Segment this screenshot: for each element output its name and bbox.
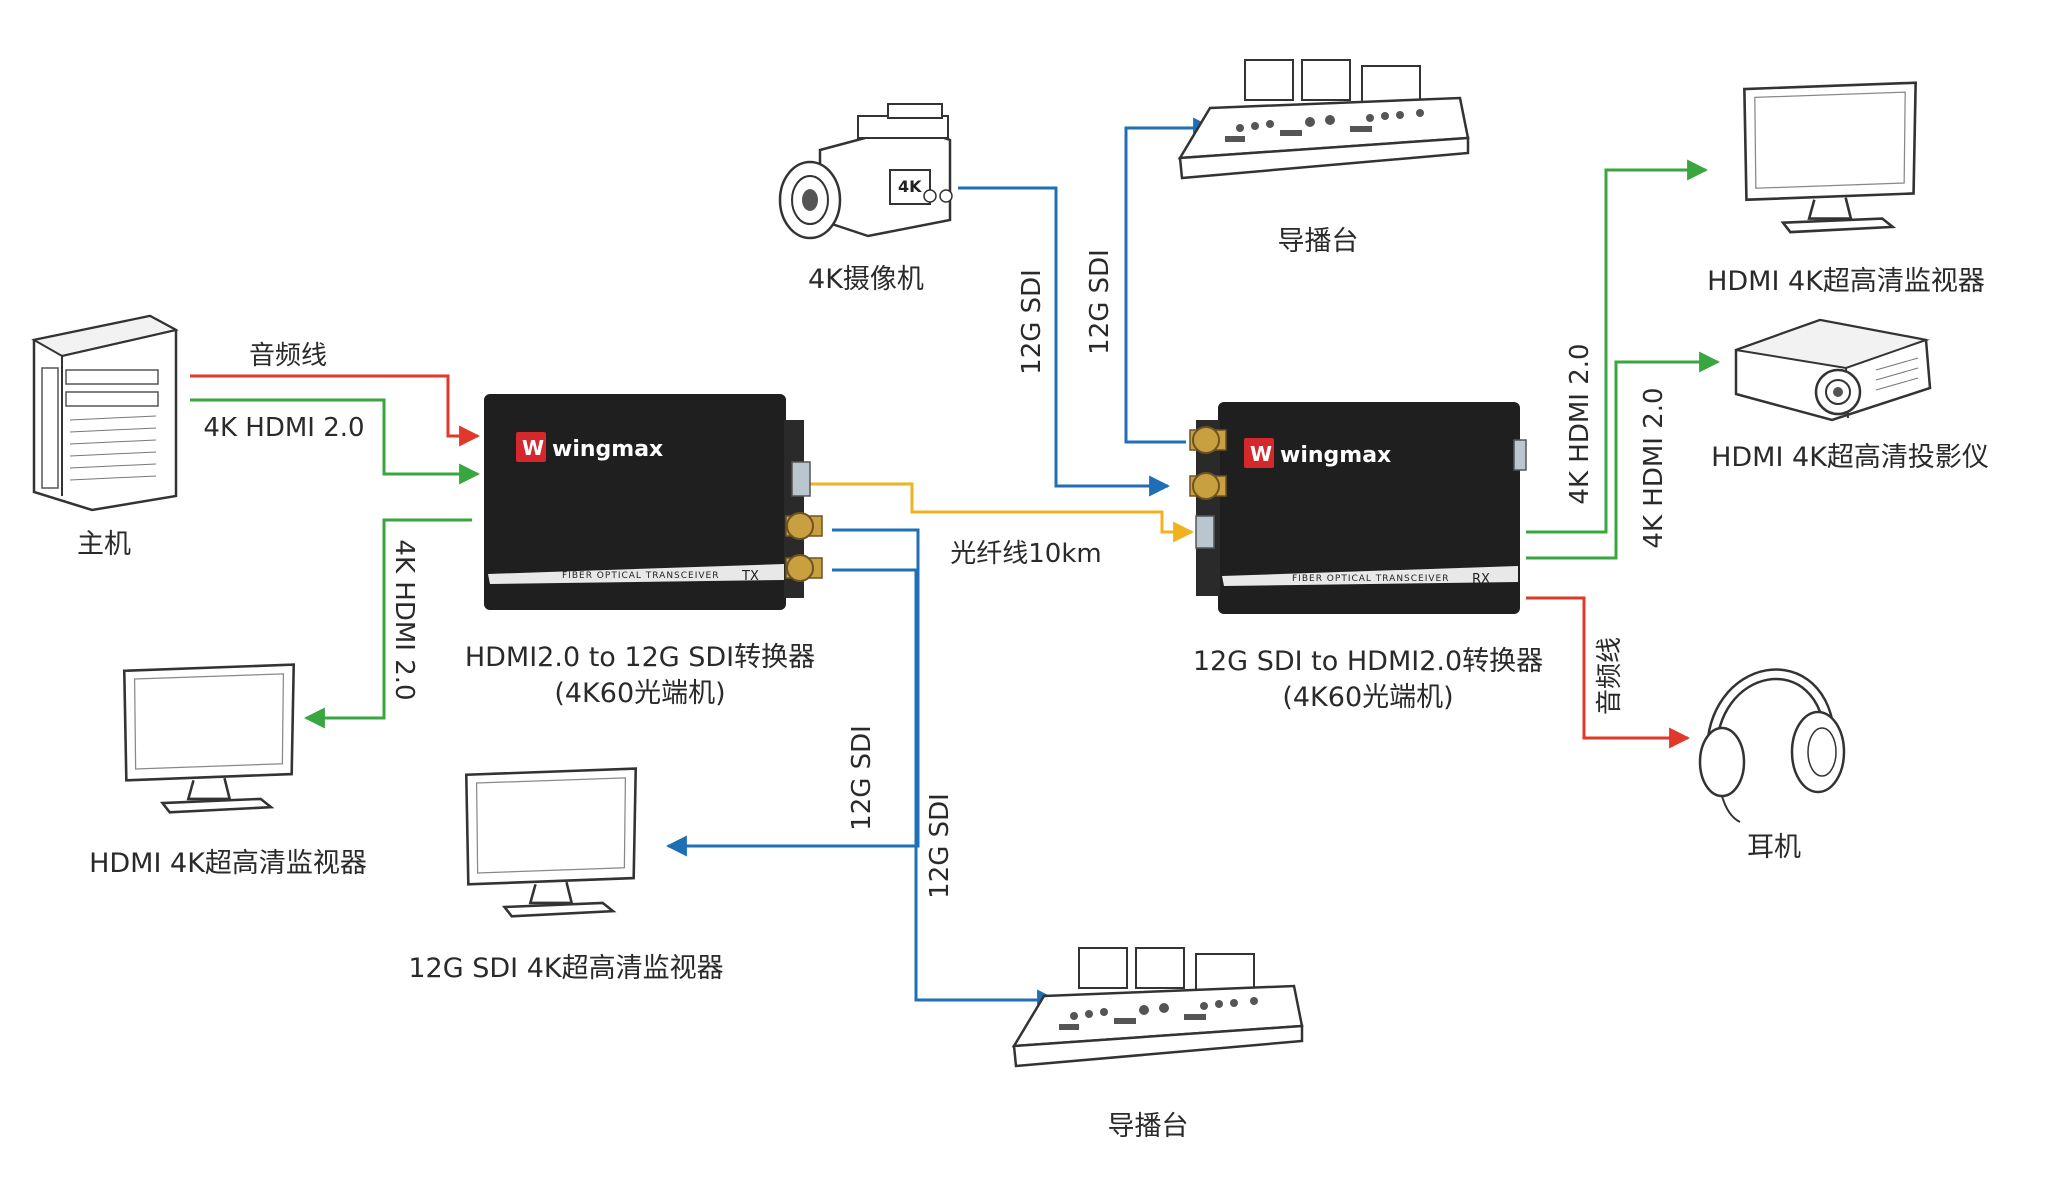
rx-label-line1: 12G SDI to HDMI2.0转换器: [1193, 646, 1543, 677]
wire-camera-sdi: [958, 186, 1171, 497]
svg-text:W: W: [1250, 442, 1272, 466]
brand-logo-icon: [516, 432, 546, 462]
tx-panel-text: FIBER OPTICAL TRANSCEIVER: [562, 571, 720, 581]
projector-label: HDMI 4K超高清投影仪: [1711, 442, 1989, 473]
video-camera-icon: [778, 103, 953, 240]
conn-rx-hdmi-monitor-label: 4K HDMI 2.0: [1565, 343, 1595, 504]
conn-host-audio-label: 音频线: [249, 341, 327, 371]
camera-4k-badge: 4K: [898, 177, 922, 196]
conn-fiber-label: 光纤线10km: [950, 539, 1101, 569]
monitor-right-label: HDMI 4K超高清监视器: [1707, 266, 1985, 297]
rx-panel-text: FIBER OPTICAL TRANSCEIVER: [1292, 574, 1450, 584]
headphones-icon: [1698, 668, 1846, 823]
conn-tx-sdi-monitor-label: 12G SDI: [847, 725, 877, 831]
wire-tx-sdi-console: [832, 568, 1059, 1011]
wire-tx-loop-hdmi: [303, 518, 472, 729]
broadcast-console-icon: [1012, 946, 1304, 1068]
conn-host-hdmi-label: 4K HDMI 2.0: [203, 413, 364, 443]
projector-icon: [1734, 318, 1932, 422]
broadcast-console-icon: [1178, 58, 1470, 180]
brand-logo-icon: [1244, 438, 1274, 468]
host-label: 主机: [77, 529, 131, 560]
tx-label-line1: HDMI2.0 to 12G SDI转换器: [465, 642, 815, 673]
rx-brand-name: wingmax: [1280, 443, 1391, 468]
camera-label: 4K摄像机: [808, 264, 924, 295]
conn-tx-sdi-console-label: 12G SDI: [925, 793, 955, 899]
wire-rx-hdmi-monitor: [1526, 159, 1709, 534]
tx-label-line2: (4K60光端机): [554, 678, 725, 709]
wire-rx-sdi-console: [1124, 117, 1215, 444]
console-top-label: 导播台: [1278, 226, 1359, 257]
wire-host-audio: [190, 374, 481, 447]
conn-rx-audio-label: 音频线: [1595, 637, 1625, 715]
monitor-left-label: HDMI 4K超高清监视器: [89, 848, 367, 879]
conn-rx-sdi-console-label: 12G SDI: [1085, 249, 1115, 355]
monitor-sdi-label: 12G SDI 4K超高清监视器: [408, 953, 723, 984]
wire-fiber: [800, 482, 1195, 543]
svg-text:W: W: [522, 436, 544, 460]
monitor-icon: [1742, 81, 1918, 234]
conn-tx-loop-hdmi-label: 4K HDMI 2.0: [389, 539, 419, 700]
rx-converter: W: [1189, 402, 1527, 614]
wire-host-hdmi: [190, 398, 481, 485]
wire-rx-audio: [1526, 596, 1691, 749]
headphones-label: 耳机: [1747, 832, 1801, 863]
rx-panel-tag: RX: [1472, 572, 1490, 587]
rx-label-line2: (4K60光端机): [1282, 682, 1453, 713]
tx-brand-name: wingmax: [552, 437, 663, 462]
desktop-pc-icon: [31, 314, 179, 512]
conn-rx-hdmi-projector-label: 4K HDMI 2.0: [1639, 387, 1669, 548]
monitor-icon: [464, 767, 638, 918]
wire-rx-hdmi-projector: [1526, 351, 1721, 560]
tx-panel-tag: TX: [741, 569, 759, 584]
wire-tx-sdi-monitor: [665, 528, 920, 857]
conn-camera-sdi-label: 12G SDI: [1017, 269, 1047, 375]
monitor-icon: [122, 663, 296, 814]
console-bottom-label: 导播台: [1108, 1111, 1189, 1142]
tx-converter: W: [484, 394, 823, 610]
